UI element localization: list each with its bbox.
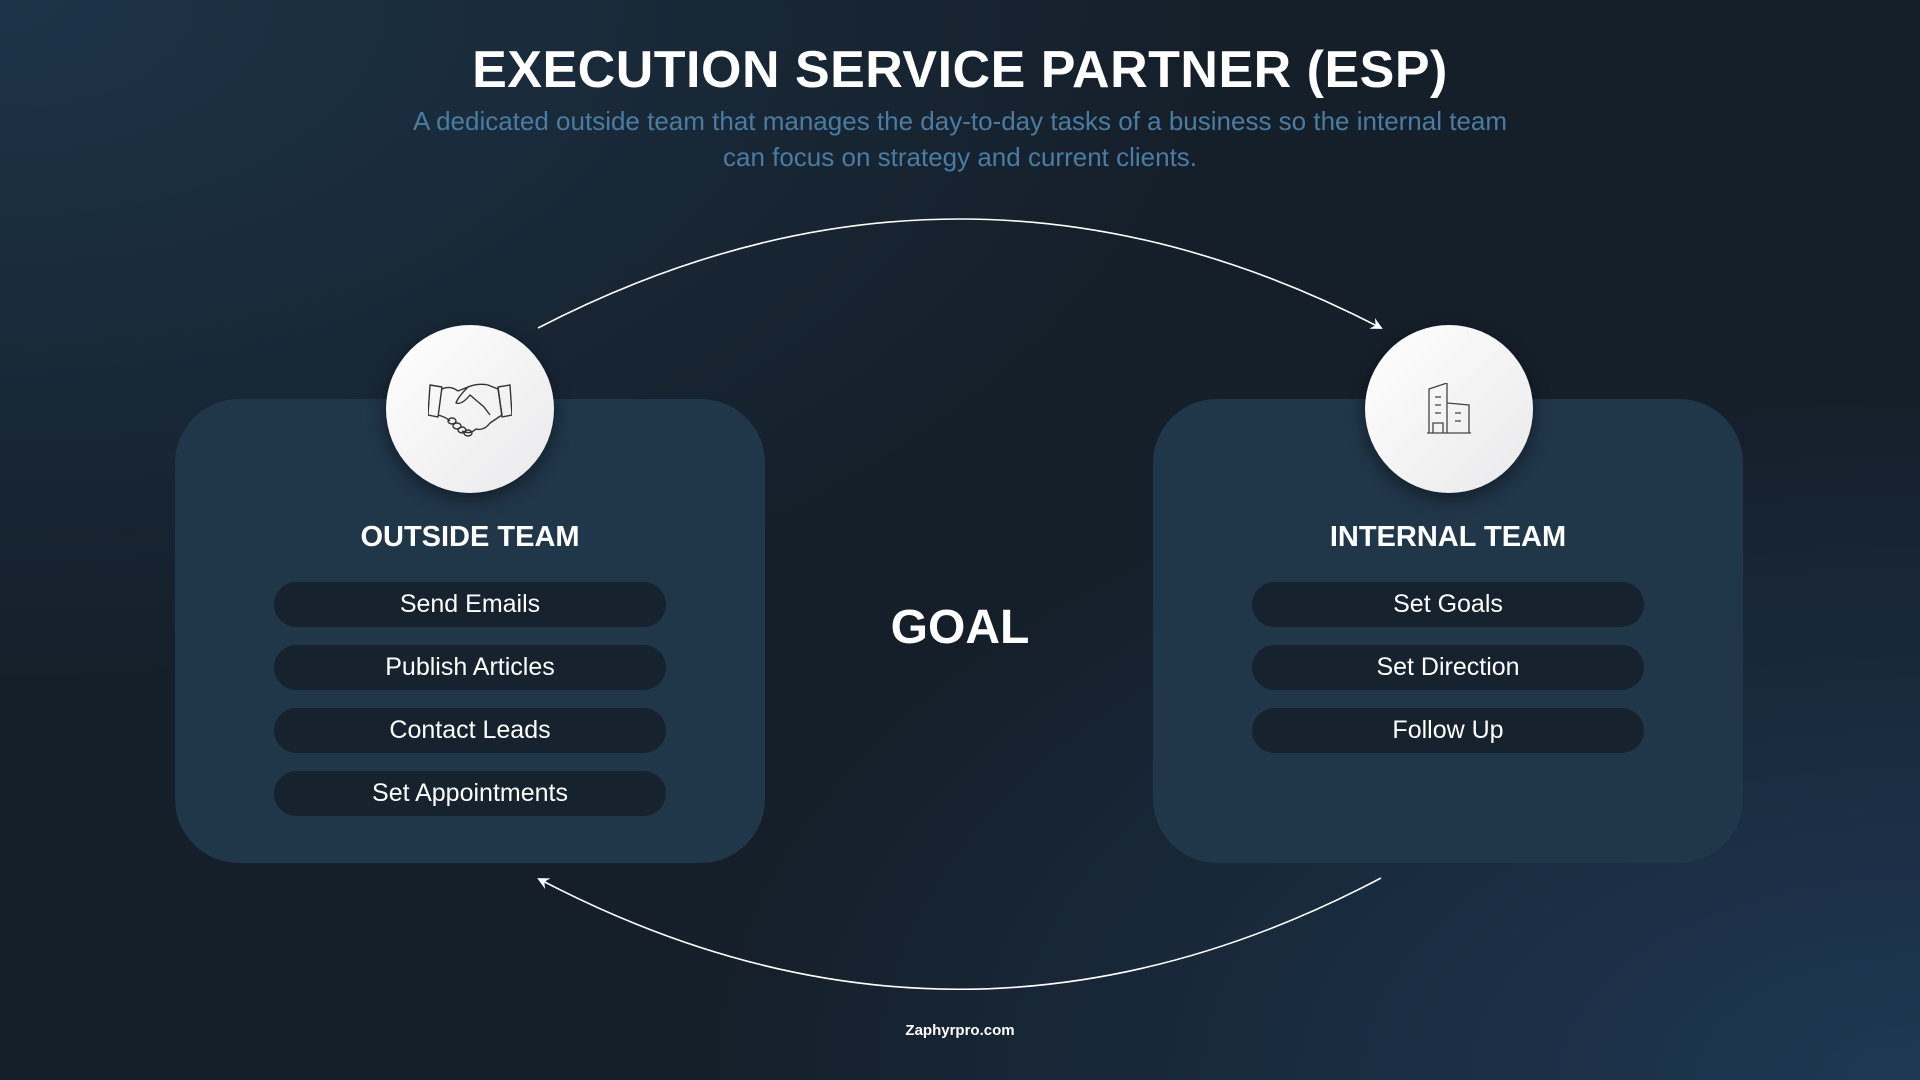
goal-label: GOAL: [890, 601, 1030, 654]
subtitle-line: can focus on strategy and current client…: [722, 142, 1198, 172]
page-subtitle: A dedicated outside team that manages th…: [340, 103, 1580, 175]
outside-team-title: OUTSIDE TEAM: [360, 521, 580, 553]
outside-task: Send Emails: [274, 582, 666, 627]
subtitle-line: A dedicated outside team that manages th…: [412, 106, 1508, 136]
footer-website: Zaphyrpro.com: [905, 1022, 1015, 1039]
internal-task: Follow Up: [1252, 708, 1644, 753]
building-icon: [1365, 325, 1533, 493]
internal-task: Set Direction: [1252, 645, 1644, 690]
arrow-internal-to-outside: [537, 877, 1382, 990]
outside-task: Publish Articles: [274, 645, 666, 690]
outside-task: Set Appointments: [274, 771, 666, 816]
internal-team-title: INTERNAL TEAM: [1329, 521, 1567, 553]
outside-task: Contact Leads: [274, 708, 666, 753]
page-title: EXECUTION SERVICE PARTNER (ESP): [472, 41, 1448, 99]
handshake-icon: [386, 325, 554, 493]
internal-task: Set Goals: [1252, 582, 1644, 627]
arrow-outside-to-internal: [537, 218, 1383, 329]
